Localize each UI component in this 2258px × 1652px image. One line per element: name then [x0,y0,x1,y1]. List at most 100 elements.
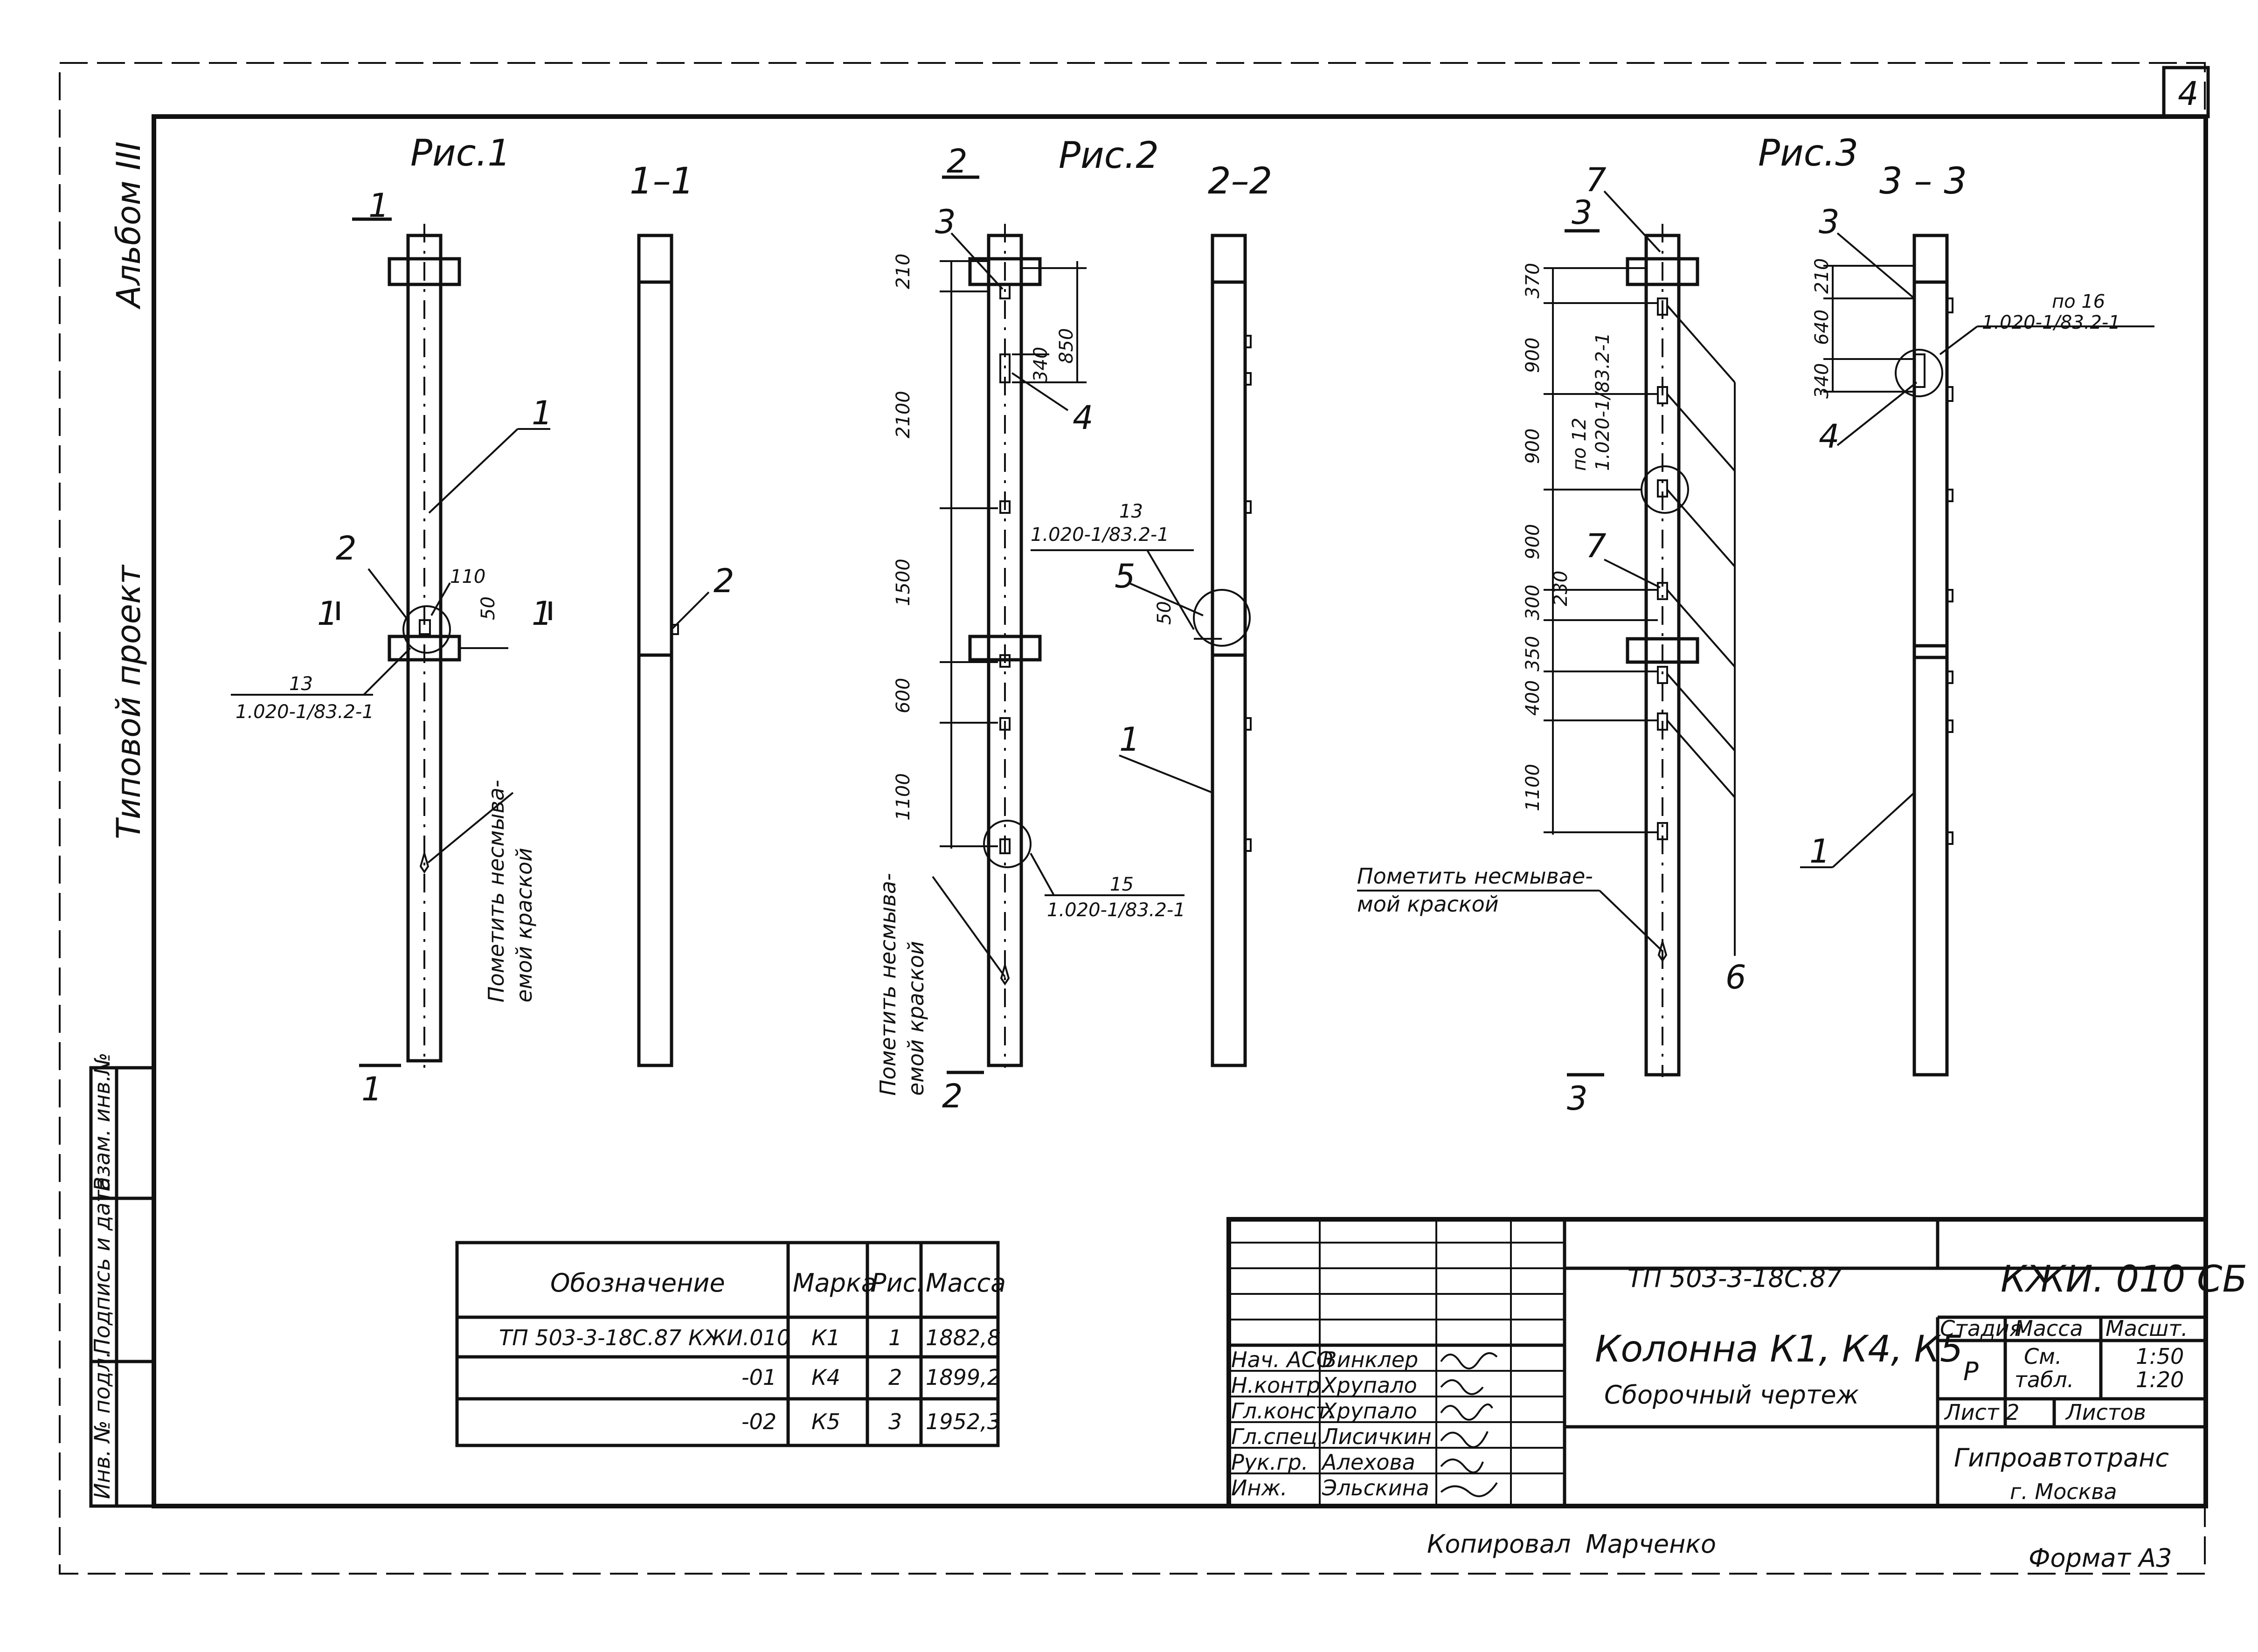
fig3-section-title: 3 – 3 [1879,160,1967,202]
svg-text:К4: К4 [811,1365,840,1390]
svg-text:340: 340 [1030,347,1052,382]
svg-text:900: 900 [1522,338,1544,373]
svg-text:3: 3 [1572,194,1593,232]
scale-value-2: 1:20 [2136,1367,2184,1392]
svg-text:340: 340 [1811,363,1833,399]
svg-text:1899,2: 1899,2 [926,1365,1001,1390]
svg-text:13: 13 [289,673,313,695]
svg-text:1.020-1/83.2-1: 1.020-1/83.2-1 [1047,899,1185,921]
svg-text:2: 2 [947,142,968,180]
fig3-title: Рис.3 [1758,132,1858,174]
spec-header-fig: Рис. [871,1268,925,1298]
fig1-section-view: 2 [637,234,734,1067]
signature-scribbles [1440,1352,1498,1497]
fig3-dims: 370 900 900 900 300 350 400 1100 230 [1522,263,1658,835]
staff-role: Рук.гр. [1231,1450,1308,1475]
svg-text:7: 7 [1586,527,1607,565]
svg-text:1.020-1/83.2-1: 1.020-1/83.2-1 [1982,312,2120,333]
spec-header-mark: Марка [793,1268,877,1298]
svg-text:50: 50 [478,596,499,620]
svg-text:1952,3: 1952,3 [926,1409,1001,1434]
staff-role: Инж. [1231,1475,1288,1500]
svg-text:1: 1 [1119,720,1140,759]
svg-text:370: 370 [1522,263,1544,298]
staff-role: Нач. АСО [1231,1347,1333,1372]
svg-text:600: 600 [893,678,914,713]
figure-2: Рис.2 2–2 210 2100 1500 [875,135,1272,1115]
main-frame [152,114,2208,1508]
svg-text:2: 2 [942,1077,963,1115]
svg-text:2100: 2100 [893,391,914,438]
svg-text:110: 110 [450,566,485,588]
svg-text:1: 1 [368,187,389,225]
staff-name: Винклер [1322,1347,1418,1372]
svg-text:1: 1 [1809,832,1830,871]
project-label: Типовой проект [110,564,148,839]
stage-value: Р [1963,1357,1979,1386]
mass-header: Масса [2015,1316,2083,1341]
svg-text:1.020-1/83.2-1: 1.020-1/83.2-1 [1031,524,1169,546]
svg-text:1.020-1/83.2-1: 1.020-1/83.2-1 [235,701,374,723]
svg-text:6: 6 [1725,958,1746,996]
fig1-column [388,224,461,1068]
svg-text:350: 350 [1522,636,1544,671]
svg-text:по 12: по 12 [1569,418,1590,471]
scale-value-1: 1:50 [2136,1344,2184,1369]
staff-role: Гл.спец. [1231,1424,1324,1449]
fig1-section-title: 1–1 [630,160,694,202]
svg-text:3: 3 [1819,203,1840,241]
scale-header: Масшт. [2106,1316,2188,1341]
sheet-label: Лист 2 [1944,1400,2019,1425]
fig1-note-1: Пометить несмыва- [484,780,509,1002]
svg-text:2: 2 [336,529,357,567]
mass-value-1: См. [2024,1344,2062,1369]
table-row: -02 [741,1409,776,1434]
svg-text:1100: 1100 [893,773,914,821]
svg-text:Взам. инв.№: Взам. инв.№ [90,1052,115,1191]
fig3-section-view: 210 640 340 3 4 по 16 1.020-1/83.2-1 1 [1800,203,2154,1077]
fig2-title: Рис.2 [1059,135,1159,177]
staff-name: Хрупало [1321,1398,1417,1424]
fig1-note-2: емой краской [512,848,537,1002]
table-row: ТП 503-3-18С.87 КЖИ.010 [499,1325,790,1350]
svg-text:210: 210 [893,254,914,289]
svg-text:3: 3 [1567,1079,1588,1118]
copier-name: Марченко [1586,1529,1716,1559]
svg-text:1: 1 [888,1325,902,1350]
fig3-note-2: мой краской [1357,892,1499,917]
figure-1: Рис.1 1–1 1 1 1 1 1 2 13 1.020-1/83.2 [231,132,734,1108]
fig2-column [968,224,1042,1068]
fig2-section-view: 13 1.020-1/83.2-1 5 50 1 [1031,234,1252,1067]
svg-text:640: 640 [1811,310,1833,345]
fig3-column [1626,224,1699,1077]
svg-text:850: 850 [1056,328,1077,364]
svg-text:Инв. № подл.: Инв. № подл. [90,1351,115,1499]
staff-name: Хрупало [1321,1373,1417,1398]
fig2-note-1: Пометить несмыва- [875,873,900,1096]
svg-text:К5: К5 [811,1409,840,1434]
svg-text:50: 50 [1154,601,1175,625]
svg-text:1: 1 [361,1070,382,1108]
svg-text:2: 2 [888,1365,902,1390]
svg-text:900: 900 [1522,524,1544,560]
svg-text:1.020-1/83.2-1: 1.020-1/83.2-1 [1592,332,1614,471]
fig2-section-title: 2–2 [1208,160,1272,202]
stage-header: Стадия [1940,1316,2022,1341]
sheets-label: Листов [2065,1400,2146,1425]
title-block: Нач. АСО Винклер Н.контр. Хрупало Гл.кон… [1226,1217,2247,1508]
svg-text:по 16: по 16 [2052,291,2105,312]
left-strip: Инв. № подл. Подпись и дата Взам. инв.№ [89,1052,156,1508]
svg-text:13: 13 [1119,501,1143,522]
svg-text:300: 300 [1522,585,1544,620]
sheet-number-box [2162,66,2210,118]
staff-name: Эльскина [1322,1475,1429,1500]
svg-text:1: 1 [532,394,553,432]
doc-code: КЖИ. 010 СБ [2001,1258,2247,1300]
format-label: Формат А3 [2029,1543,2172,1573]
svg-text:5: 5 [1115,557,1136,595]
fig3-note-1: Пометить несмывае- [1357,864,1593,889]
svg-text:7: 7 [1586,161,1607,199]
svg-text:3: 3 [888,1409,902,1434]
svg-text:230: 230 [1550,571,1572,606]
